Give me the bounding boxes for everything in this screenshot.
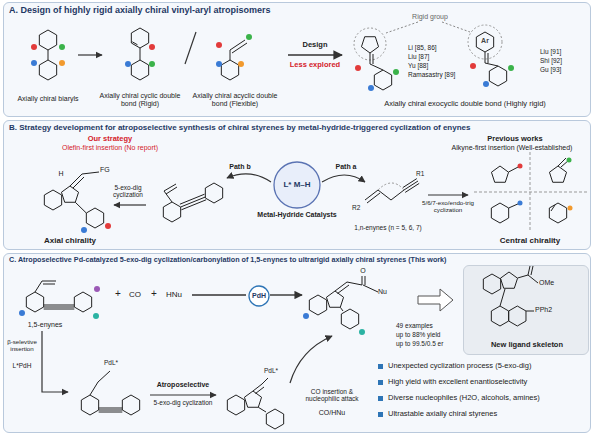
label-text: HNu bbox=[160, 290, 188, 299]
label-text: 1,n-enynes (n = 5, 6, 7) bbox=[338, 224, 438, 231]
label-text: Ar bbox=[477, 37, 493, 45]
catalyst-circle: L* M–HMetal-Hydride Catalysts bbox=[273, 161, 321, 209]
label-text: FG bbox=[100, 166, 120, 174]
catalyst-circle: PdH bbox=[247, 285, 271, 307]
node-text: B. Strategy development for atroposelect… bbox=[9, 123, 587, 132]
label-text: Path b bbox=[222, 163, 258, 171]
label-text: CO bbox=[124, 290, 146, 299]
label-text: 5-exo-dig cyclization bbox=[146, 399, 220, 406]
label-text: up to 88% yield bbox=[396, 331, 462, 338]
label-text: 5/6/7-exo/endo-trig cyclization bbox=[418, 199, 478, 213]
label-text: Diverse nucleophiles (H2O, alcohols, ami… bbox=[388, 394, 588, 403]
label-text: + bbox=[112, 288, 124, 300]
label-text: L*PdH bbox=[4, 362, 40, 369]
label-text: H bbox=[56, 170, 66, 178]
label-text: Our strategy bbox=[50, 135, 170, 144]
node-text: C. Atroposelective Pd-catalyzed 5-exo-di… bbox=[9, 256, 587, 264]
label-text: Liu [91] bbox=[540, 48, 588, 55]
circle-outline bbox=[274, 162, 320, 208]
label-text: Nu bbox=[378, 288, 394, 296]
label-text: PPh2 bbox=[535, 306, 561, 314]
label-text: 5-exo-dig cyclization bbox=[106, 184, 150, 199]
label-text: Alkyne-first insertion (Well-established… bbox=[436, 144, 588, 152]
label-text: Atroposelective bbox=[146, 381, 220, 389]
label-text: Ramasastry [89] bbox=[408, 71, 468, 78]
label-text: O bbox=[358, 267, 368, 275]
label-text: β-selevtive insertion bbox=[4, 338, 40, 352]
label-text: Gu [93] bbox=[540, 66, 588, 73]
label-text: up to 99.5/0.5 er bbox=[396, 340, 462, 347]
label-text: High yield with excellent enantioselecti… bbox=[388, 378, 588, 387]
label-text: Unexpected cyclization process (5-exo-di… bbox=[388, 362, 588, 371]
label-text: Axially chiral exocyclic double bond (Hi… bbox=[350, 100, 580, 109]
panel-band: C. Atroposelective Pd-catalyzed 5-exo-di… bbox=[3, 253, 591, 433]
node-text: A. Design of highly rigid axially chiral… bbox=[9, 5, 587, 15]
node-text: New ligand skeleton bbox=[464, 341, 590, 350]
label-text: Shi [92] bbox=[540, 57, 588, 64]
label-text: Ultrastable axially chiral styrenes bbox=[388, 410, 588, 419]
node-text: L* M–H bbox=[282, 180, 312, 189]
label-text: CO/HNu bbox=[310, 409, 354, 417]
label-text: 49 examples bbox=[396, 322, 462, 329]
label-text: Central chirality bbox=[470, 236, 590, 245]
label-text: Previous works bbox=[450, 135, 580, 144]
label-text: Yu [88] bbox=[408, 62, 468, 69]
label-text: Li [85, 86] bbox=[408, 44, 468, 51]
label-text: Axially chiral acyclic double bond (Flex… bbox=[190, 92, 280, 108]
label-text: Path a bbox=[328, 163, 364, 171]
node-caption: Metal-Hydride Catalysts bbox=[241, 211, 353, 219]
label-text: R1 bbox=[416, 170, 430, 177]
label-text: Liu [87] bbox=[408, 53, 468, 60]
label-text: 1,5-enynes bbox=[15, 321, 75, 329]
label-text: OMe bbox=[539, 279, 563, 287]
label-text: R2 bbox=[352, 204, 366, 211]
node-text: PdH bbox=[247, 292, 271, 300]
label-text: Axial chirality bbox=[20, 236, 120, 245]
ligand-box: New ligand skeleton bbox=[463, 265, 589, 355]
label-text: PdL* bbox=[264, 367, 292, 374]
label-text: CO insertion & nucleophilic attack bbox=[296, 388, 368, 403]
label-text: PdL* bbox=[104, 359, 132, 366]
label-text: Rigid group bbox=[400, 13, 460, 21]
label-text: Axially chiral cyclic double bond (Rigid… bbox=[98, 92, 182, 108]
label-text: Design bbox=[290, 41, 340, 50]
label-text: Olefin-first insertion (No report) bbox=[30, 144, 190, 152]
label-text: + bbox=[148, 288, 160, 300]
label-text: Less explored bbox=[282, 61, 348, 70]
label-text: Axially chiral biaryls bbox=[6, 95, 90, 103]
